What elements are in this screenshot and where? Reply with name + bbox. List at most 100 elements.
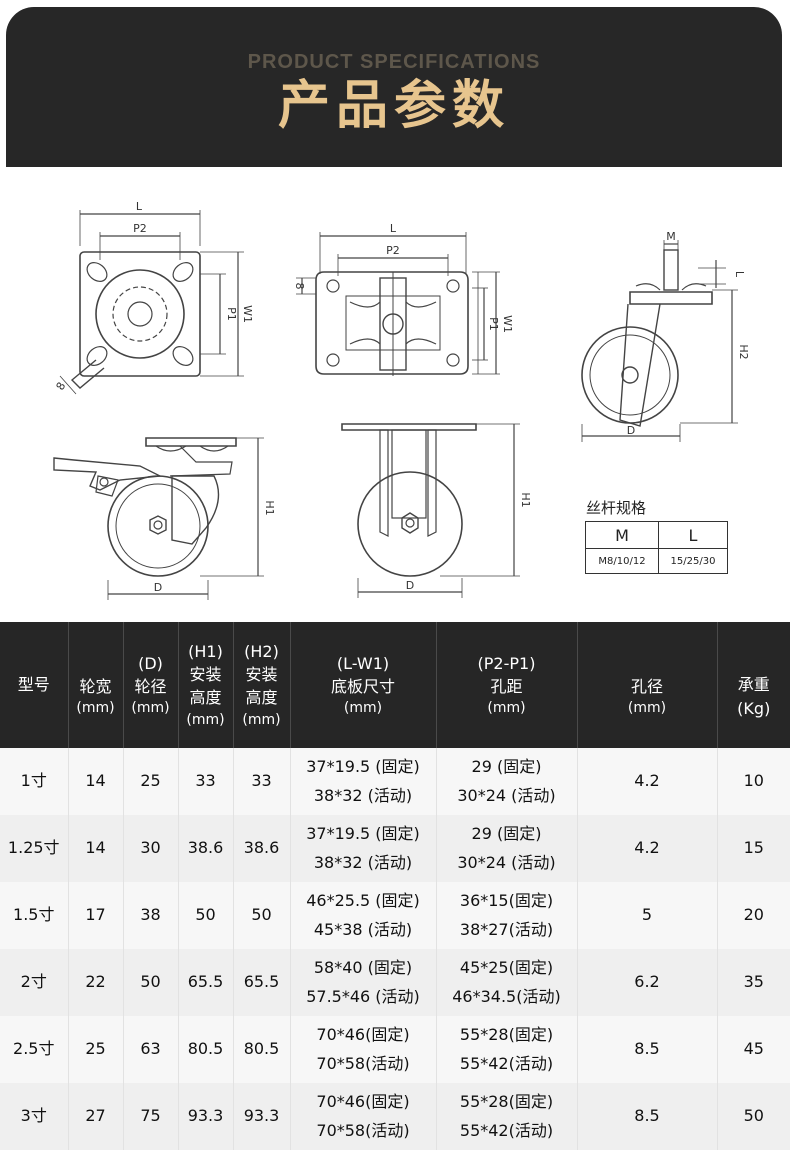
cell-h2: 33 [233, 748, 291, 815]
cell-hole-diameter: 6.2 [577, 949, 718, 1016]
cell-h2: 38.6 [233, 815, 291, 882]
dim-label-W1: W1 [241, 305, 254, 323]
cell-width: 14 [68, 748, 124, 815]
cell-plate-size: 70*46(固定)70*58(活动) [290, 1016, 437, 1083]
header-h2: (H2) 安装 高度 (mm) [233, 622, 291, 748]
table-row: 3寸 27 75 93.3 93.3 70*46(固定)70*58(活动) 55… [0, 1083, 790, 1150]
dim-label-D-2: D [406, 579, 414, 592]
thread-spec-value-l: 15/25/30 [658, 548, 728, 574]
thread-spec-header-l: L [658, 521, 728, 549]
cell-model: 1.5寸 [0, 882, 69, 949]
cell-h1: 33 [178, 748, 234, 815]
cell-load: 10 [717, 748, 790, 815]
cell-load: 35 [717, 949, 790, 1016]
dim-label-D: D [154, 581, 162, 594]
threaded-stem-caster-side-view [581, 240, 738, 442]
cell-model: 3寸 [0, 1083, 69, 1150]
drawings-svg: L P2 W1 P1 8 L P2 8 W1 P1 M L H2 D H1 D … [53, 200, 750, 600]
header-h1: (H1) 安装 高度 (mm) [178, 622, 234, 748]
cell-h2: 65.5 [233, 949, 291, 1016]
cell-hole-diameter: 5 [577, 882, 718, 949]
cell-h1: 80.5 [178, 1016, 234, 1083]
technical-drawings: L P2 W1 P1 8 L P2 8 W1 P1 M L H2 D H1 D … [0, 180, 790, 610]
title-en: PRODUCT SPECIFICATIONS [247, 51, 541, 73]
cell-hole-diameter: 4.2 [577, 748, 718, 815]
dim-label-bolt-2: 8 [293, 283, 306, 290]
cell-model: 1寸 [0, 748, 69, 815]
cell-model: 1.25寸 [0, 815, 69, 882]
cell-h1: 38.6 [178, 815, 234, 882]
cell-hole-pitch: 29 (固定)30*24 (活动) [436, 815, 578, 882]
dim-label-P1-2: P1 [487, 317, 500, 331]
dim-label-P2-2: P2 [386, 244, 400, 257]
table-row: 1.25寸 14 30 38.6 38.6 37*19.5 (固定)38*32 … [0, 815, 790, 882]
cell-h2: 93.3 [233, 1083, 291, 1150]
cell-width: 25 [68, 1016, 124, 1083]
header-hole-diameter: 孔径 (mm) [577, 622, 718, 748]
cell-plate-size: 70*46(固定)70*58(活动) [290, 1083, 437, 1150]
fixed-caster-side-view [341, 423, 520, 598]
cell-width: 17 [68, 882, 124, 949]
cell-diameter: 38 [123, 882, 179, 949]
dim-label-H1: H1 [263, 500, 276, 515]
fixed-plate-top-view [296, 232, 500, 376]
cell-load: 15 [717, 815, 790, 882]
header-plate-size: (L-W1) 底板尺寸 (mm) [290, 622, 437, 748]
cell-h2: 50 [233, 882, 291, 949]
cell-hole-pitch: 55*28(固定)55*42(活动) [436, 1083, 578, 1150]
dim-label-H1-2: H1 [519, 492, 532, 507]
cell-hole-diameter: 8.5 [577, 1016, 718, 1083]
cell-diameter: 50 [123, 949, 179, 1016]
cell-load: 20 [717, 882, 790, 949]
cell-width: 22 [68, 949, 124, 1016]
cell-hole-pitch: 29 (固定)30*24 (活动) [436, 748, 578, 815]
dim-label-L-3: L [733, 271, 746, 278]
cell-hole-diameter: 4.2 [577, 815, 718, 882]
cell-load: 45 [717, 1016, 790, 1083]
cell-hole-diameter: 8.5 [577, 1083, 718, 1150]
cell-width: 14 [68, 815, 124, 882]
cell-plate-size: 58*40 (固定)57.5*46 (活动) [290, 949, 437, 1016]
table-header-row: 型号 轮宽 (mm) (D) 轮径 (mm) (H1) 安装 高度 (mm) (… [0, 622, 790, 748]
cell-h1: 93.3 [178, 1083, 234, 1150]
header-banner: PRODUCT SPECIFICATIONS 产品参数 [6, 7, 782, 167]
table-row: 1.5寸 17 38 50 50 46*25.5 (固定)45*38 (活动) … [0, 882, 790, 949]
thread-spec-header-m: M [585, 521, 659, 549]
cell-hole-pitch: 55*28(固定)55*42(活动) [436, 1016, 578, 1083]
header-hole-pitch: (P2-P1) 孔距 (mm) [436, 622, 578, 748]
cell-h1: 65.5 [178, 949, 234, 1016]
title-cn: 产品参数 [277, 76, 510, 136]
cell-plate-size: 46*25.5 (固定)45*38 (活动) [290, 882, 437, 949]
table-row: 2寸 22 50 65.5 65.5 58*40 (固定)57.5*46 (活动… [0, 949, 790, 1016]
cell-model: 2寸 [0, 949, 69, 1016]
header-model: 型号 [0, 622, 69, 748]
dim-label-P1: P1 [225, 307, 238, 321]
cell-diameter: 75 [123, 1083, 179, 1150]
cell-diameter: 63 [123, 1016, 179, 1083]
header-width: 轮宽 (mm) [68, 622, 124, 748]
cell-diameter: 25 [123, 748, 179, 815]
cell-hole-pitch: 36*15(固定)38*27(活动) [436, 882, 578, 949]
table-row: 2.5寸 25 63 80.5 80.5 70*46(固定)70*58(活动) … [0, 1016, 790, 1083]
swivel-plate-top-view [59, 210, 244, 395]
dim-label-H2: H2 [737, 344, 750, 359]
dim-label-L: L [136, 200, 143, 213]
dim-label-P2: P2 [133, 222, 147, 235]
dim-label-L-2: L [390, 222, 397, 235]
brake-caster-side-view [53, 437, 264, 600]
dim-label-bolt: 8 [54, 380, 69, 393]
cell-model: 2.5寸 [0, 1016, 69, 1083]
thread-spec-value-m: M8/10/12 [585, 548, 659, 574]
header-diameter: (D) 轮径 (mm) [123, 622, 179, 748]
cell-hole-pitch: 45*25(固定)46*34.5(活动) [436, 949, 578, 1016]
cell-h1: 50 [178, 882, 234, 949]
parameter-table: 型号 轮宽 (mm) (D) 轮径 (mm) (H1) 安装 高度 (mm) (… [0, 622, 790, 1150]
cell-plate-size: 37*19.5 (固定)38*32 (活动) [290, 815, 437, 882]
table-row: 1寸 14 25 33 33 37*19.5 (固定)38*32 (活动) 29… [0, 748, 790, 815]
dim-label-W1-2: W1 [501, 315, 514, 333]
cell-plate-size: 37*19.5 (固定)38*32 (活动) [290, 748, 437, 815]
dim-label-D-3: D [627, 424, 635, 437]
cell-diameter: 30 [123, 815, 179, 882]
cell-load: 50 [717, 1083, 790, 1150]
header-load: 承重 (Kg) [717, 622, 790, 748]
